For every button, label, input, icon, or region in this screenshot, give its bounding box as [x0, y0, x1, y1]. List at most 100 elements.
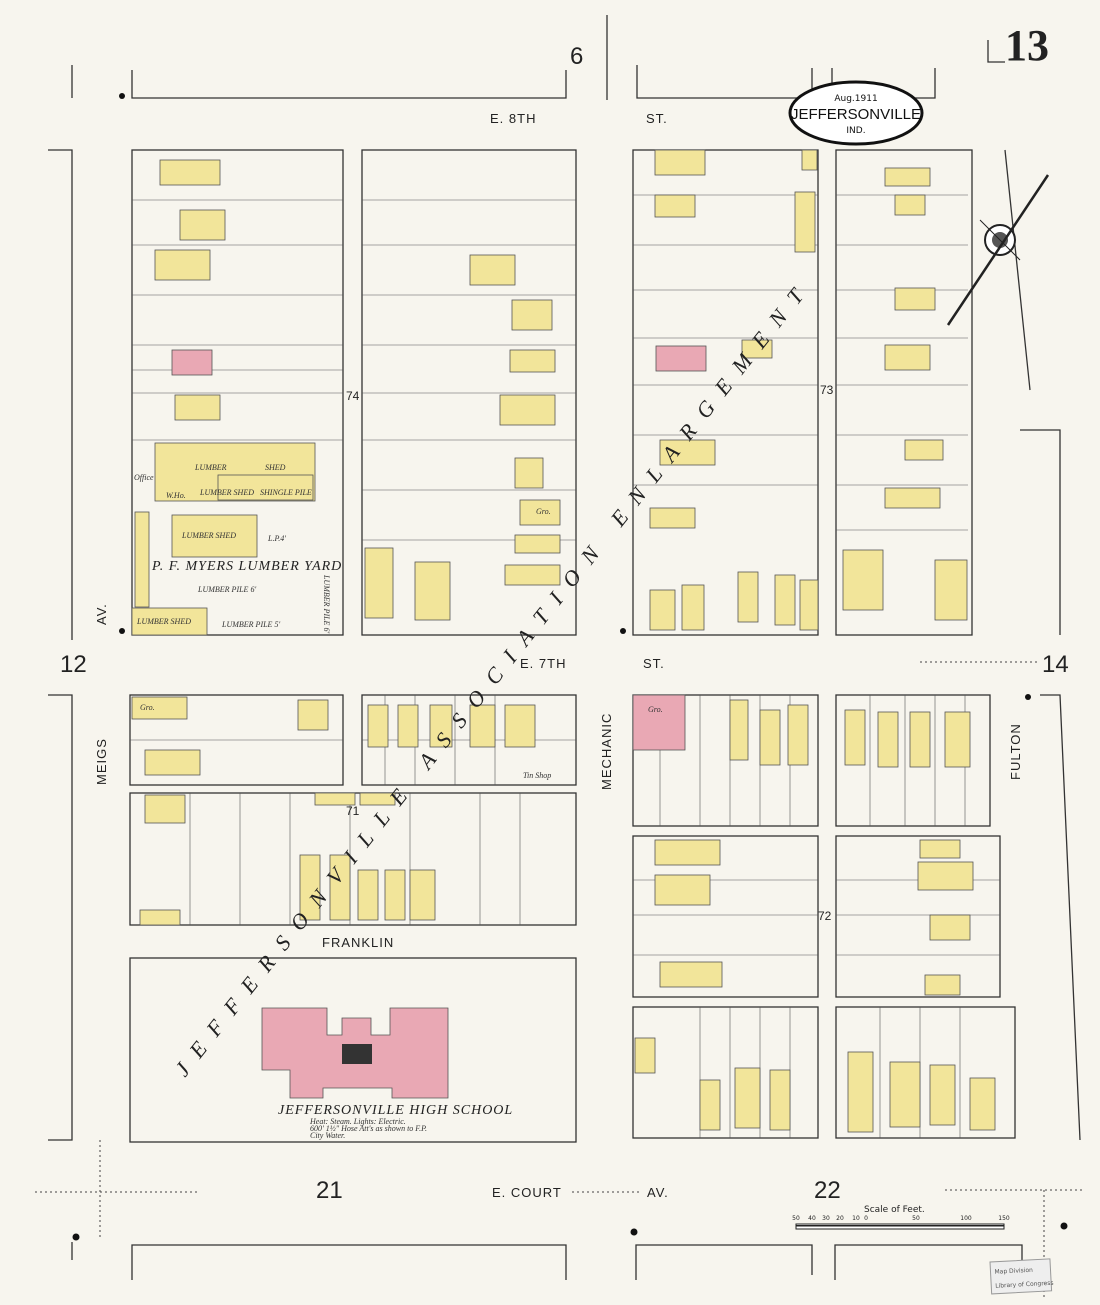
frame-building [139, 909, 181, 926]
svg-text:City Water.: City Water. [310, 1131, 345, 1140]
frame-building [894, 194, 926, 216]
scale-tick-label: 20 [836, 1215, 844, 1222]
adjacent-sheet-south-east[interactable]: 22 [814, 1177, 841, 1204]
frame-building [759, 709, 781, 766]
frame-building [511, 299, 553, 331]
frame-building [297, 699, 329, 731]
frame-building [359, 792, 396, 806]
block-number-71: 71 [346, 804, 360, 818]
lumber-yard-name: P. F. MYERS LUMBER YARD [151, 559, 342, 574]
frame-building [699, 1079, 721, 1131]
frame-building [877, 711, 899, 768]
frame-building [917, 861, 974, 891]
frame-building [944, 711, 971, 768]
block-number-72: 72 [818, 909, 832, 923]
frame-building [969, 1077, 996, 1131]
store-label: Tin Shop [523, 771, 551, 780]
block-number-74: 74 [346, 389, 360, 403]
city-block [632, 835, 819, 998]
frame-building [509, 349, 556, 373]
frame-building [929, 914, 971, 941]
frame-building [649, 507, 696, 529]
adjacent-sheet-east[interactable]: 14 [1042, 651, 1069, 678]
frame-building [514, 534, 561, 554]
high-school: JEFFERSONVILLE HIGH SCHOOL Heat: Steam. … [261, 1007, 513, 1140]
scale-tick-label: 100 [960, 1215, 972, 1222]
addition-name: JEFFERSONVILLE ASSOCIATION ENLARGEMENT [169, 273, 817, 1081]
city-block [835, 835, 1001, 998]
frame-building [909, 711, 931, 768]
svg-text:Library of Congress: Library of Congress [995, 1280, 1054, 1290]
frame-building [769, 1069, 791, 1131]
frame-building [144, 749, 201, 776]
city-blocks [129, 149, 1016, 1143]
city-block [131, 149, 344, 636]
store-label: Gro. [536, 507, 551, 516]
store-label: Gro. [140, 703, 155, 712]
frame-building [659, 961, 723, 988]
city-block [835, 694, 991, 827]
svg-text:W.Ho.: W.Ho. [166, 491, 186, 500]
frame-building [504, 704, 536, 748]
street-e-court-av: AV. [647, 1185, 669, 1200]
frame-building [514, 457, 544, 489]
svg-text:Office: Office [134, 473, 154, 482]
street-mechanic: MECHANIC [599, 713, 614, 790]
svg-text:LUMBER: LUMBER [194, 463, 227, 472]
svg-text:LUMBER PILE 6': LUMBER PILE 6' [197, 585, 256, 594]
frame-building [134, 511, 150, 608]
scale-tick-label: 40 [808, 1215, 816, 1222]
frame-building [154, 249, 211, 281]
town-name: JEFFERSONVILLE [791, 106, 921, 123]
north-arrow-icon [946, 174, 1050, 326]
store-label: Gro. [648, 705, 663, 714]
frame-building [499, 394, 556, 426]
street-e-7th: E. 7TH [520, 656, 566, 671]
adjacent-sheet-west[interactable]: 12 [60, 651, 87, 678]
school-name: JEFFERSONVILLE HIGH SCHOOL [278, 1103, 513, 1118]
frame-building [884, 487, 941, 509]
frame-building [469, 254, 516, 286]
frame-building [397, 704, 419, 748]
city-block [361, 149, 577, 636]
frame-building [469, 704, 496, 748]
frame-building [659, 439, 716, 466]
adjacent-sheet-south-west[interactable]: 21 [316, 1177, 343, 1204]
frame-building [299, 854, 321, 921]
frame-building [654, 874, 711, 906]
frame-building [889, 1061, 921, 1128]
outer-street-lines [48, 15, 1081, 1280]
street-meigs-av: AV. [94, 603, 109, 625]
frame-building [171, 514, 258, 558]
street-meigs: MEIGS [94, 738, 109, 785]
scale-tick-label: 0 [864, 1215, 868, 1222]
frame-building [801, 149, 818, 171]
frame-building [787, 704, 809, 766]
frame-building [894, 287, 936, 311]
svg-text:SHED: SHED [265, 463, 286, 472]
svg-text:Scale of Feet.: Scale of Feet. [864, 1205, 925, 1215]
city-block [632, 149, 819, 636]
state-name: IND. [846, 126, 865, 136]
adjacent-sheet-north[interactable]: 6 [570, 43, 583, 70]
svg-text:L.P.4': L.P.4' [267, 534, 286, 543]
frame-building [217, 474, 314, 501]
frame-building [737, 571, 759, 623]
frame-building [884, 344, 931, 371]
frame-building [144, 794, 186, 824]
scale-tick-label: 30 [822, 1215, 830, 1222]
frame-building [174, 394, 221, 421]
street-fulton: FULTON [1008, 723, 1023, 780]
svg-text:LUMBER PILE 6': LUMBER PILE 6' [322, 574, 331, 633]
block-number-73: 73 [820, 383, 834, 397]
street-e-8th-st: ST. [646, 111, 668, 126]
frame-building [159, 159, 221, 186]
frame-building [131, 696, 188, 720]
svg-text:Heat: Steam. Lights: Electric.: Heat: Steam. Lights: Electric. [309, 1117, 406, 1126]
street-e-7th-st: ST. [643, 656, 665, 671]
frame-building [904, 439, 944, 461]
street-franklin: FRANKLIN [322, 935, 394, 950]
frame-building [929, 1064, 956, 1126]
scale-tick-label: 150 [998, 1215, 1010, 1222]
